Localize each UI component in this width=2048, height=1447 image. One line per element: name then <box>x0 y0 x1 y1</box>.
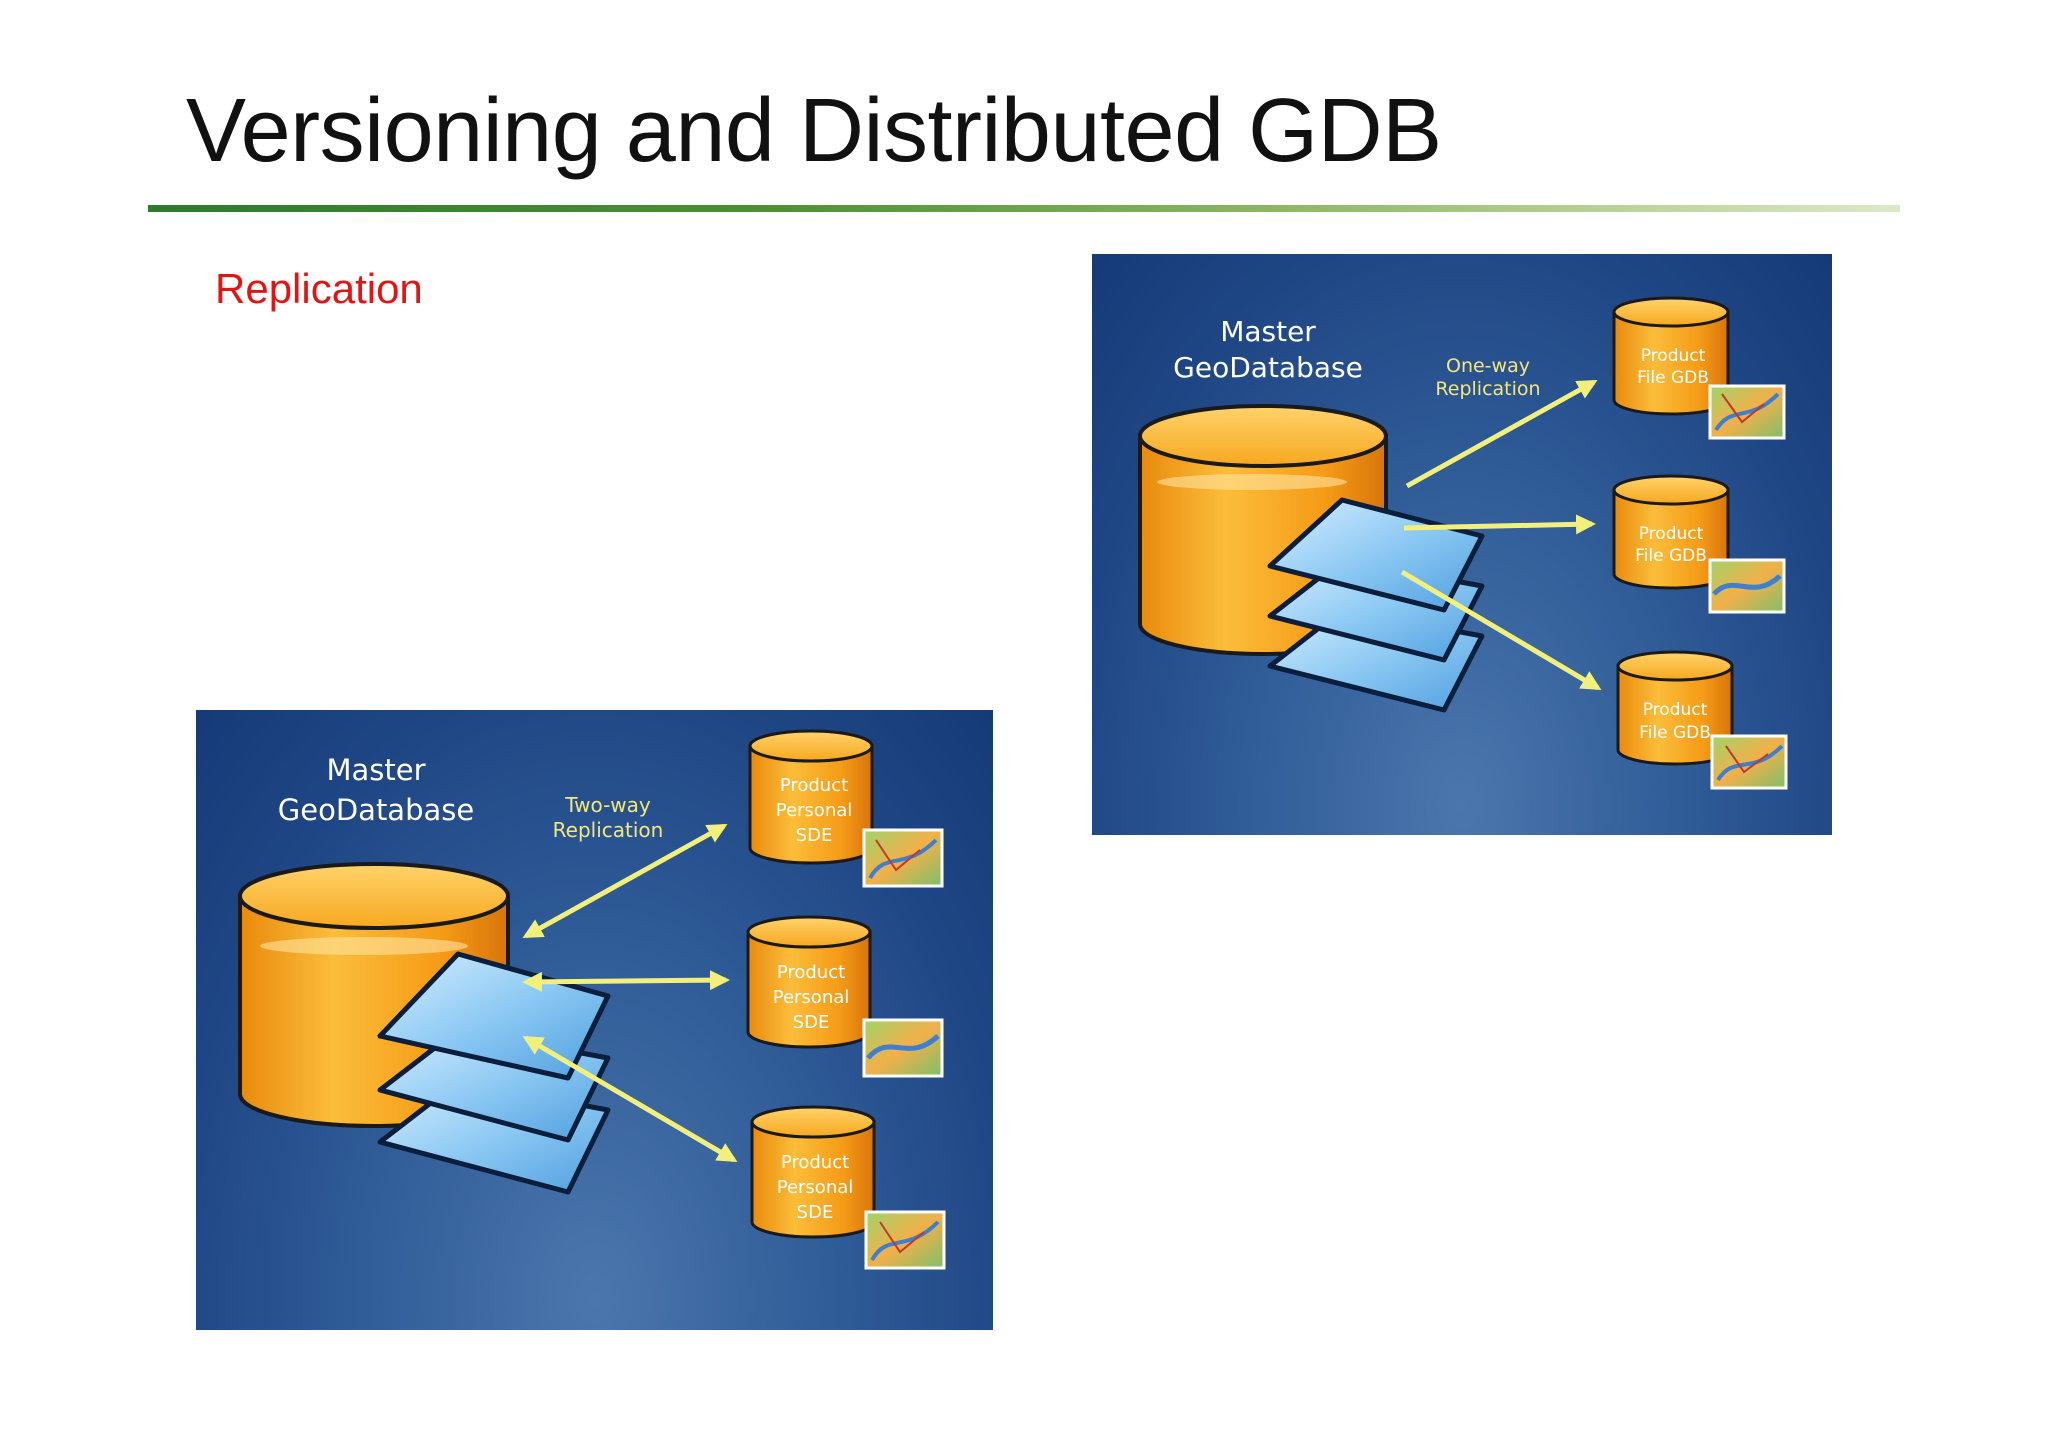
target-label-line1: Product <box>777 962 845 983</box>
replication-label-line2: Replication <box>1435 378 1540 400</box>
database-cylinder-icon <box>746 915 872 1049</box>
target-file-gdb-2: Product File GDB <box>1612 474 1786 614</box>
target-label-line3: SDE <box>793 1012 830 1033</box>
map-thumbnail-icon <box>862 828 944 888</box>
title-divider <box>148 205 1900 212</box>
one-way-arrows <box>1400 379 1602 691</box>
replication-label-line2: Replication <box>553 818 664 842</box>
target-label-line1: Product <box>1641 346 1706 366</box>
arrow-to-target-2 <box>522 970 730 992</box>
target-file-gdb-1: Product File GDB <box>1612 296 1786 440</box>
slide-title: Versioning and Distributed GDB <box>186 81 1442 181</box>
database-cylinder-icon <box>1612 474 1730 590</box>
target-label-line2: File GDB <box>1639 723 1711 743</box>
arrow-to-target-3 <box>1400 569 1602 691</box>
arrow-to-target-2 <box>1403 514 1596 535</box>
master-label-line2: GeoDatabase <box>1173 351 1363 384</box>
map-thumbnail-icon <box>1710 734 1788 790</box>
replication-label-line1: Two-way <box>564 793 651 817</box>
master-label-line2: GeoDatabase <box>278 793 474 827</box>
database-cylinder-icon <box>1612 296 1730 416</box>
target-label-line1: Product <box>1643 700 1708 720</box>
map-thumbnail-icon <box>1708 558 1786 614</box>
two-way-replication-diagram: Master GeoDatabase Two-way Replication P… <box>196 710 993 1330</box>
target-label-line1: Product <box>1639 524 1704 544</box>
target-label-line1: Product <box>780 775 848 796</box>
database-cylinder-icon <box>1616 650 1734 766</box>
arrow-to-target-1 <box>1405 379 1598 489</box>
target-personal-sde-3: Product Personal SDE <box>750 1105 946 1270</box>
arrow-to-target-3 <box>522 1035 738 1163</box>
target-personal-sde-1: Product Personal SDE <box>748 729 944 888</box>
map-thumbnail-icon <box>862 1018 944 1078</box>
target-label-line1: Product <box>781 1152 849 1173</box>
map-thumbnail-icon <box>864 1210 946 1270</box>
database-cylinder-icon <box>748 729 874 865</box>
arrow-to-target-1 <box>522 823 728 939</box>
target-label-line2: File GDB <box>1637 368 1709 388</box>
target-label-line2: Personal <box>773 987 850 1008</box>
one-way-replication-diagram: Master GeoDatabase One-way Replication P… <box>1092 254 1832 835</box>
map-thumbnail-icon <box>1708 384 1786 440</box>
target-label-line2: Personal <box>776 800 853 821</box>
section-label-replication: Replication <box>215 265 423 312</box>
two-way-arrows <box>522 823 738 1163</box>
target-personal-sde-2: Product Personal SDE <box>746 915 944 1078</box>
target-label-line3: SDE <box>796 825 833 846</box>
replication-label-line1: One-way <box>1446 355 1530 377</box>
master-label-line1: Master <box>1220 315 1316 348</box>
target-label-line2: Personal <box>777 1177 854 1198</box>
master-label-line1: Master <box>326 753 425 787</box>
target-file-gdb-3: Product File GDB <box>1616 650 1788 790</box>
target-label-line3: SDE <box>797 1202 834 1223</box>
target-label-line2: File GDB <box>1635 546 1707 566</box>
